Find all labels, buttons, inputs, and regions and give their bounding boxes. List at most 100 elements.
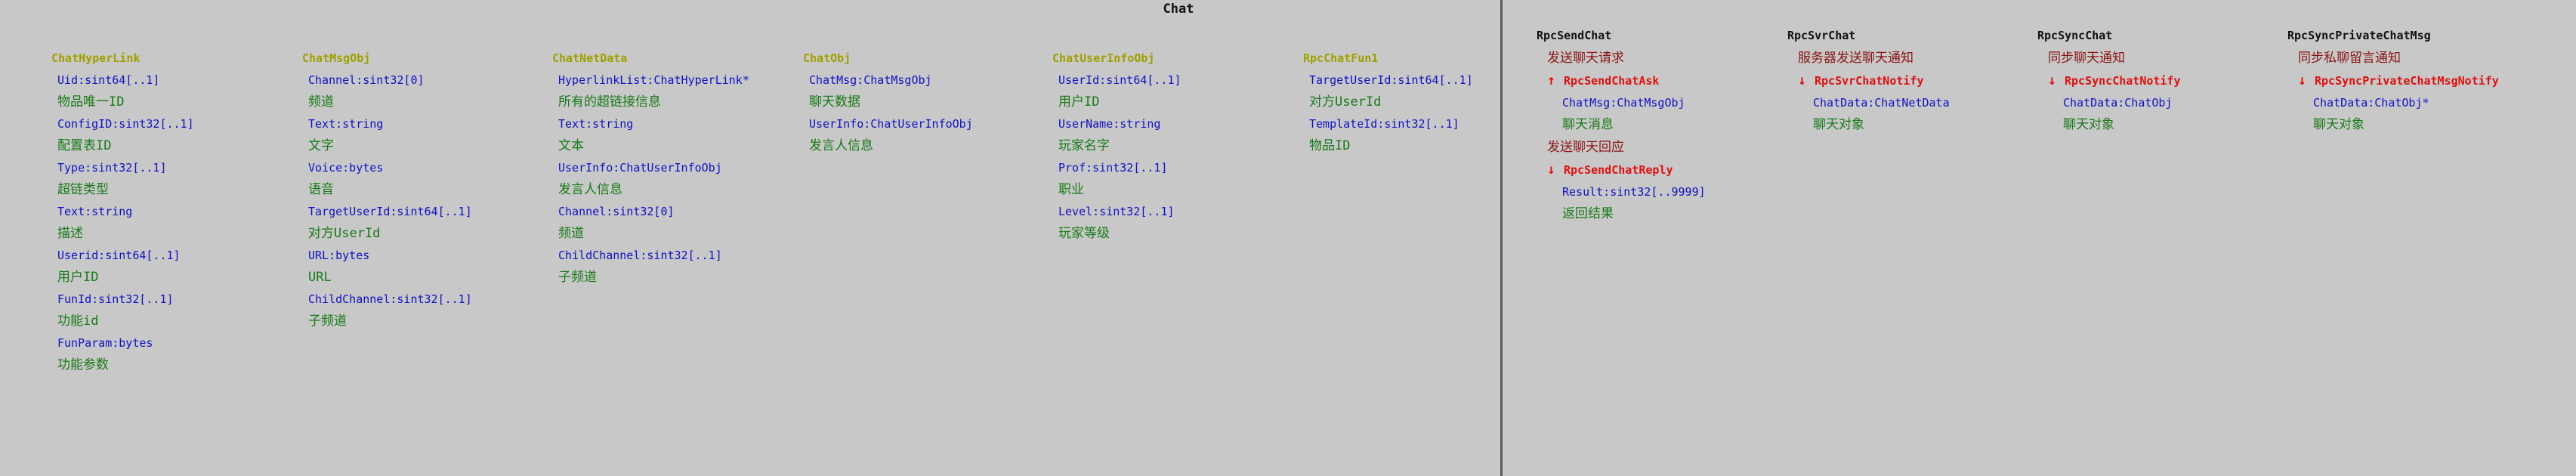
field-desc: 发言人信息: [809, 138, 873, 153]
field-desc: 功能id: [57, 314, 99, 329]
field-desc: 所有的超链接信息: [558, 94, 661, 110]
field-type: ChildChannel:sint32[..1]: [308, 292, 472, 306]
struct-field: UserInfo:ChatUserInfoObj 发言人信息: [803, 113, 1045, 157]
arrow-down-icon: ↓: [2298, 73, 2306, 88]
struct-field: Uid:sint64[..1]物品唯一ID: [51, 70, 293, 113]
struct-field: Level:sint32[..1]玩家等级: [1052, 201, 1294, 245]
field-desc: 超链类型: [57, 182, 109, 197]
struct-field: Userid:sint64[..1]用户ID: [51, 245, 293, 289]
rpc-message: ↓RpcSyncChatNotify: [2037, 70, 2279, 92]
struct-field: Type:sint32[..1]超链类型: [51, 157, 293, 201]
field-desc: 聊天数据: [809, 94, 860, 110]
struct-field: FunParam:bytes 功能参数: [51, 332, 293, 376]
arrow-down-icon: ↓: [2048, 73, 2056, 88]
field-desc: 描述: [57, 226, 83, 241]
rpc-rpcsyncprivatechatmsg: RpcSyncPrivateChatMsg 同步私聊留言通知 ↓ RpcSyncPri…: [2287, 24, 2529, 136]
field-desc: 对方UserId: [1309, 94, 1382, 110]
field-type: ChatData:ChatObj: [2063, 96, 2173, 110]
struct-field: TemplateId:sint32[..1]物品ID: [1303, 113, 1545, 157]
field-desc: 用户ID: [1058, 94, 1100, 110]
field-type: Uid:sint64[..1]: [57, 73, 160, 87]
field-type: Text:string: [57, 205, 133, 218]
field-desc: 子频道: [558, 270, 597, 285]
field-type: Channel:sint32[0]: [558, 205, 675, 218]
field-type: TargetUserId:sint64[..1]: [1309, 73, 1473, 87]
field-type: UserInfo:ChatUserInfoObj: [809, 117, 973, 131]
struct-field: ChildChannel:sint32[..1] 子频道: [552, 245, 794, 289]
field-desc: 语音: [308, 182, 334, 197]
struct-title: ChatNetData: [552, 51, 628, 65]
rpc-description: 发送聊天回应: [1547, 140, 1624, 155]
rpc-message: ↓RpcSvrChatNotify: [1787, 70, 2029, 92]
field-desc: 文本: [558, 138, 584, 153]
struct-field: Channel:sint32[0] 频道: [302, 70, 544, 113]
rpc-title: RpcSvrChat: [1787, 29, 1856, 42]
struct-field: Prof:sint32[..1] 职业: [1052, 157, 1294, 201]
field-type: Result:sint32[..9999]: [1562, 185, 1706, 199]
field-desc: 频道: [558, 226, 584, 241]
field-type: URL:bytes: [308, 249, 370, 262]
rpc-field: ChatData:ChatObj*聊天对象: [2287, 92, 2529, 136]
field-type: Userid:sint64[..1]: [57, 249, 181, 262]
struct-title: RpcChatFun1: [1303, 51, 1379, 65]
struct-title: ChatHyperLink: [51, 51, 141, 65]
field-type: ChatData:ChatObj*: [2313, 96, 2429, 110]
field-desc: URL: [308, 270, 332, 285]
message-name: RpcSendChatAsk: [1564, 74, 1660, 88]
field-desc: 子频道: [308, 314, 347, 329]
struct-field: TargetUserId:sint64[..1] 对方UserId: [1303, 70, 1545, 113]
field-type: TargetUserId:sint64[..1]: [308, 205, 472, 218]
field-type: FunParam:bytes: [57, 336, 153, 350]
rpc-title: RpcSendChat: [1537, 29, 1612, 42]
field-type: Channel:sint32[0]: [308, 73, 425, 87]
rpc-message: ↓ RpcSyncPrivateChatMsgNotify: [2287, 70, 2529, 92]
field-desc: 聊天消息: [1562, 117, 1614, 132]
field-type: ChildChannel:sint32[..1]: [558, 249, 722, 262]
field-desc: 配置表ID: [57, 138, 112, 153]
field-desc: 返回结果: [1562, 206, 1614, 221]
section-divider: [1500, 0, 1503, 476]
field-type: ConfigID:sint32[..1]: [57, 117, 194, 131]
arrow-up-icon: ↑: [1547, 73, 1555, 88]
struct-field: Channel:sint32[0] 频道: [552, 201, 794, 245]
field-type: Voice:bytes: [308, 161, 384, 175]
rpc-message: ↑ RpcSendChatAsk: [1537, 70, 1778, 92]
field-type: UserId:sint64[..1]: [1058, 73, 1181, 87]
field-type: TemplateId:sint32[..1]: [1309, 117, 1459, 131]
field-type: Prof:sint32[..1]: [1058, 161, 1168, 175]
field-type: ChatData:ChatNetData: [1813, 96, 1950, 110]
field-type: ChatMsg:ChatMsgObj: [809, 73, 932, 87]
rpc-description: 同步私聊留言通知: [2298, 51, 2401, 66]
struct-field: Voice:bytes 语音: [302, 157, 544, 201]
field-type: Text:string: [308, 117, 384, 131]
field-desc: 功能参数: [57, 357, 109, 372]
rpc-field: ChatMsg:ChatMsgObj 聊天消息: [1537, 92, 1778, 136]
struct-title: ChatMsgObj: [302, 51, 371, 65]
struct-title: ChatObj: [803, 51, 851, 65]
field-desc: 职业: [1058, 182, 1084, 197]
struct-field: UserId:sint64[..1] 用户ID: [1052, 70, 1294, 113]
rpc-title: RpcSyncPrivateChatMsg: [2287, 29, 2431, 42]
struct-field: HyperlinkList:ChatHyperLink*所有的超链接信息: [552, 70, 794, 113]
field-type: FunId:sint32[..1]: [57, 292, 174, 306]
field-desc: 频道: [308, 94, 334, 110]
field-desc: 对方UserId: [308, 226, 381, 241]
arrow-down-icon: ↓: [1798, 73, 1806, 88]
message-name: RpcSyncPrivateChatMsgNotify: [2315, 74, 2499, 88]
struct-field: ConfigID:sint32[..1] 配置表ID: [51, 113, 293, 157]
rpc-description: 服务器发送聊天通知: [1798, 51, 1913, 66]
struct-title: ChatUserInfoObj: [1052, 51, 1155, 65]
field-type: ChatMsg:ChatMsgObj: [1562, 96, 1685, 110]
